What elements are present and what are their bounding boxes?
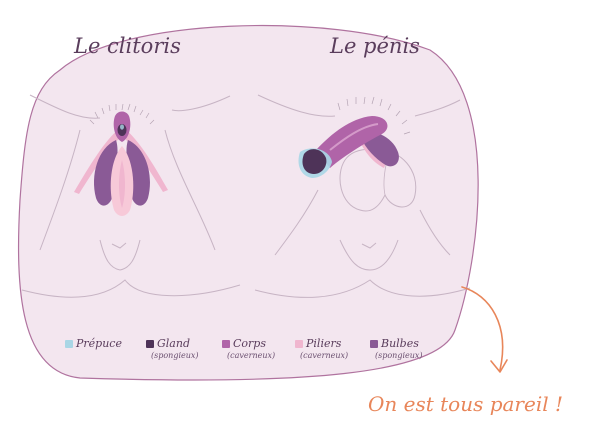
legend-label: Gland [157,337,190,350]
legend-item-bulbes: Bulbes (spongieux) [370,337,423,361]
legend-item-piliers: Piliers (caverneux) [295,337,348,361]
legend-item-corps: Corps (caverneux) [222,337,275,361]
legend-sublabel: (caverneux) [300,351,349,360]
legend-label: Prépuce [76,337,122,350]
callout-text: On est tous pareil ! [368,392,564,416]
legend-label: Bulbes [381,337,419,350]
legend-label: Corps [233,337,266,350]
penis-illustration [298,96,417,212]
background-frame [17,25,479,381]
legend-sublabel: (spongieux) [375,351,423,360]
gland-swatch [146,340,154,348]
callout-arrowhead [490,359,508,373]
piliers-swatch [295,340,303,348]
title-penis: Le pénis [330,34,420,58]
legend-item-prepuce: Prépuce [65,337,122,351]
legend-sublabel: (spongieux) [151,351,199,360]
right-body-contours [254,94,471,298]
callout-arrow [461,286,504,371]
legend-item-gland: Gland (spongieux) [146,337,199,361]
bulbes-swatch [370,340,378,348]
prepuce-swatch [65,340,73,348]
legend-sublabel: (caverneux) [227,351,276,360]
corps-swatch [222,340,230,348]
clitoris-illustration [74,103,168,216]
left-body-contours [21,94,241,298]
legend-label: Piliers [306,337,342,350]
title-clitoris: Le clitoris [74,34,181,58]
